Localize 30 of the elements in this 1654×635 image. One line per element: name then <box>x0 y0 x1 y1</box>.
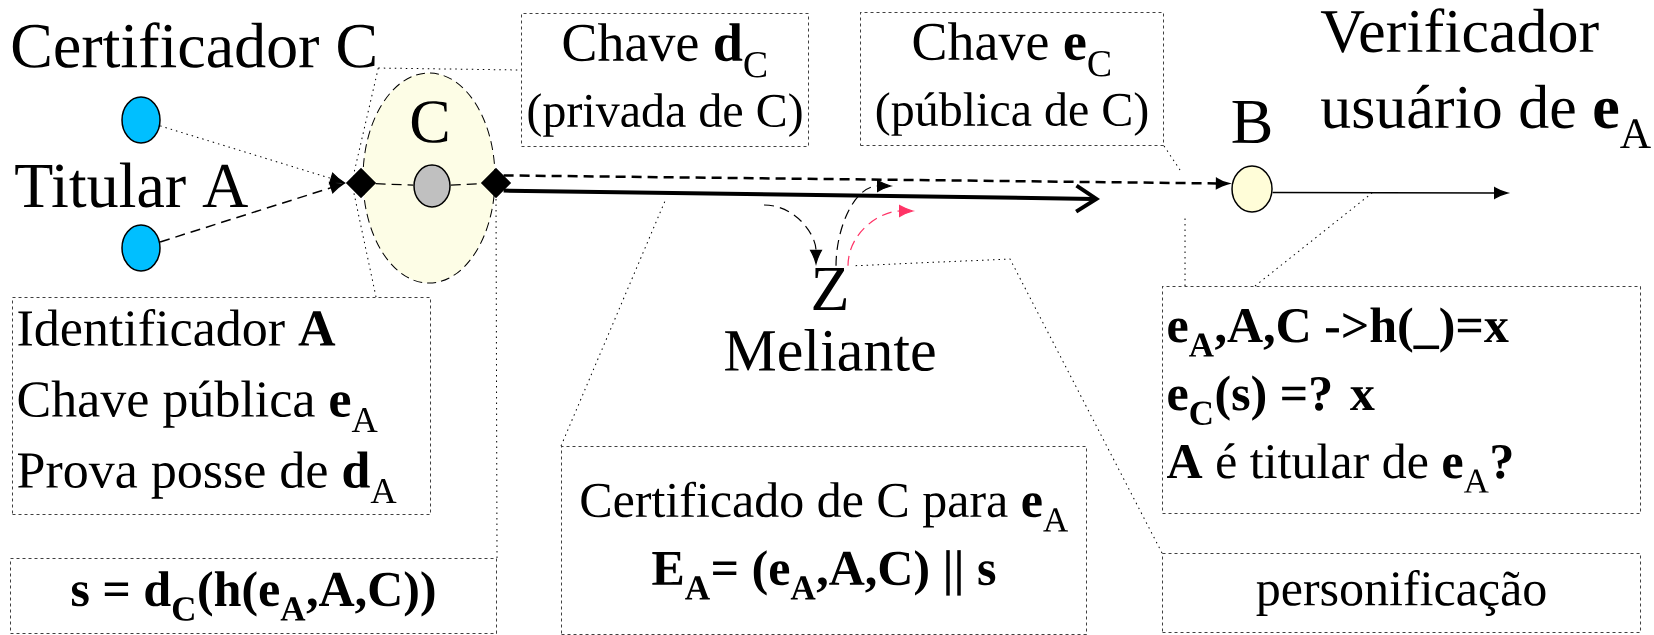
diamond <box>345 167 377 199</box>
text-box: s = d$_{C}$(h(e$_{A}$,A,C)) <box>10 558 497 634</box>
node-label: Verificador usuário de e$_{A}$ <box>1320 8 1651 148</box>
label-text: Titular A <box>15 162 248 208</box>
arrow <box>159 181 344 243</box>
arrow <box>847 205 914 267</box>
diamond <box>480 167 512 199</box>
text-box: personificação <box>1162 553 1641 633</box>
circle <box>413 164 451 208</box>
arrow <box>763 204 822 265</box>
leader-line <box>1254 192 1373 287</box>
leader-line <box>1163 145 1181 171</box>
text-box: Identificador A Chave pública e$_{A}$ Prova posse de d$_{A}$ <box>12 297 431 515</box>
arrow <box>159 125 345 185</box>
leader-line <box>495 197 498 559</box>
circle <box>121 96 161 144</box>
arrow <box>1271 187 1508 199</box>
arrow <box>503 184 1101 214</box>
node-label: Certificador C <box>12 22 375 68</box>
arrow <box>835 180 892 267</box>
node-label: Meliante <box>725 328 935 372</box>
text-box: Certificado de C para e$_{A}$ E$_{A}$= (e$_{A}$,A,C) || s <box>561 446 1087 635</box>
node-label: B <box>1232 100 1271 144</box>
text-box: Chave e$_{C}$ (pública de C) <box>860 12 1164 146</box>
text-box: e$_{A}$,A,C ->h(_)=x e$_{C}$(s) =? x A é titular de e$_{A}$? <box>1162 286 1641 514</box>
circle <box>121 224 161 272</box>
leader-line <box>560 200 666 447</box>
text-box: Chave d$_{C}$ (privada de C) <box>521 13 809 147</box>
node-label: Z <box>813 268 847 310</box>
connector-line <box>375 183 414 186</box>
